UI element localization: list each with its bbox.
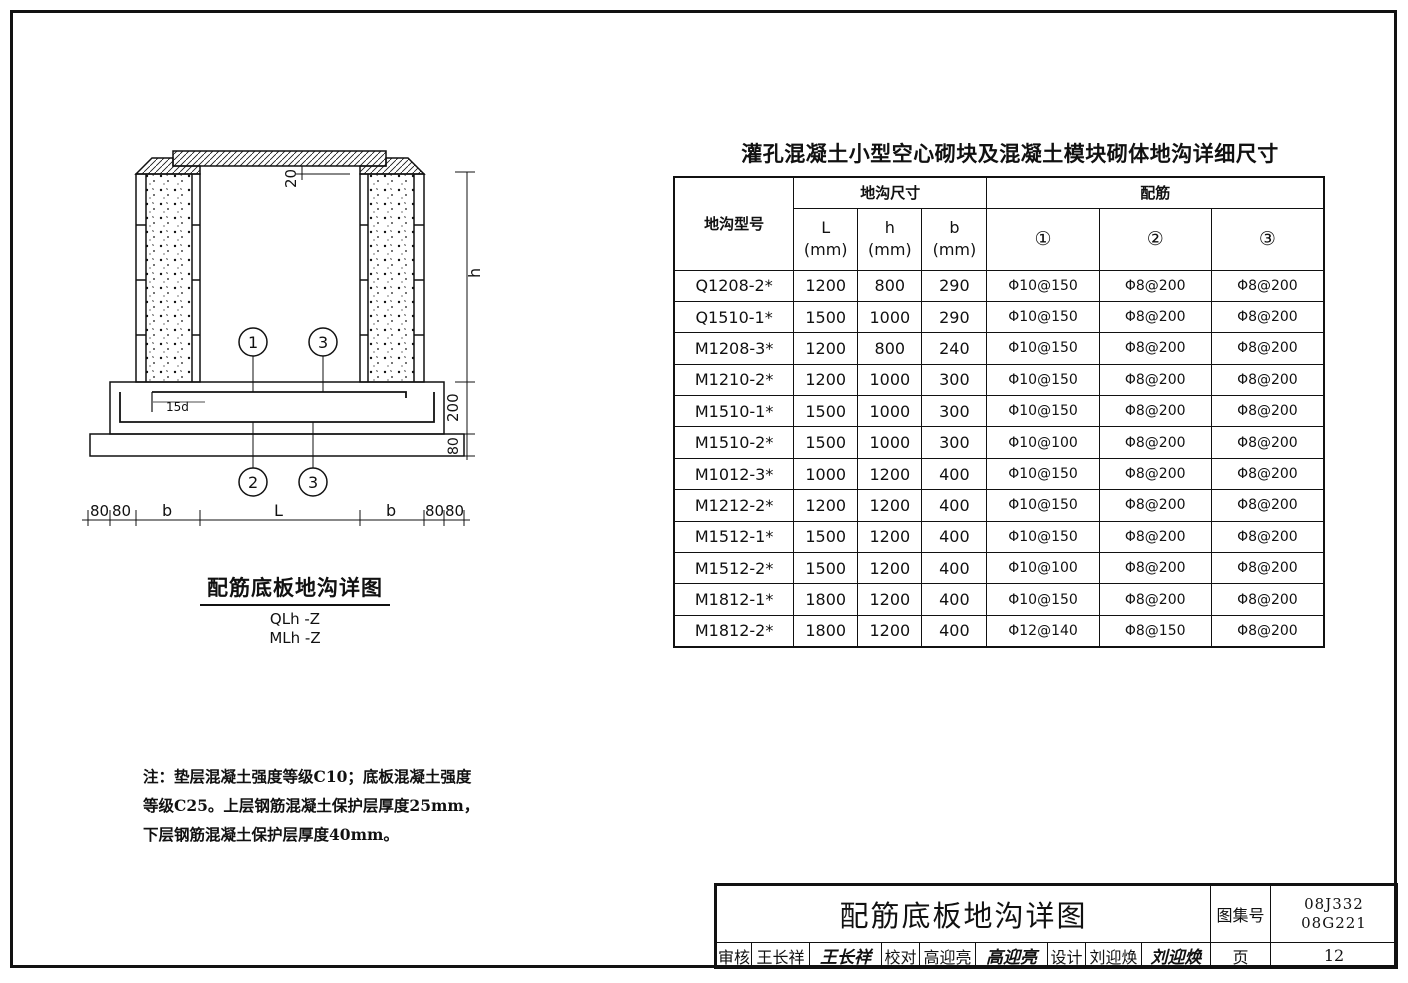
header-model: 地沟型号 — [673, 176, 795, 271]
review-label: 审核 — [717, 943, 752, 969]
atlas-label: 图集号 — [1211, 886, 1271, 943]
atlas-number-2: 08G221 — [1301, 914, 1367, 932]
review-signature: 王长祥 — [810, 943, 882, 969]
header-b: b(mm) — [921, 207, 988, 271]
header-L: L(mm) — [793, 207, 859, 271]
drawing-caption: 配筋底板地沟详图 QLh -Z MLh -Z — [200, 572, 390, 648]
bottom-dim-80a: 80 — [90, 502, 109, 520]
dim-20-label: 20 — [282, 169, 300, 188]
dim-80-label: 80 — [446, 437, 462, 455]
header-rebar-2: ② — [1098, 207, 1212, 271]
base-slab — [109, 381, 445, 435]
drawing-frame — [10, 10, 1397, 968]
bottom-dim-80b: 80 — [112, 502, 131, 520]
check-signature: 高迎亮 — [976, 943, 1048, 969]
check-label: 校对 — [882, 943, 920, 969]
marker-3-bottom — [298, 467, 328, 497]
header-rebar-group: 配筋 — [986, 176, 1325, 209]
cushion-layer — [89, 433, 465, 457]
atlas-number: 08J332 08G221 — [1271, 886, 1398, 943]
cover-slab — [172, 150, 387, 167]
dim-200-label: 200 — [444, 393, 462, 422]
note-line-3: 下层钢筋混凝土保护层厚度40mm。 — [143, 825, 399, 844]
design-name: 刘迎焕 — [1086, 943, 1142, 969]
dim-15d-label: 15d — [166, 400, 189, 414]
design-label: 设计 — [1048, 943, 1086, 969]
atlas-number-1: 08J332 — [1304, 895, 1364, 913]
header-rebar-3: ③ — [1210, 207, 1325, 271]
trench-section-drawing: 20 h 200 80 15d 1 3 2 3 80 80 b L b 80 8… — [82, 150, 484, 526]
marker-1-text: 1 — [248, 333, 258, 352]
dimension-table: 地沟型号 地沟尺寸 配筋 L(mm) h(mm) b(mm) ① ② ③ Q12… — [673, 176, 1325, 649]
marker-3-text: 3 — [318, 333, 328, 352]
bottom-dim-b-left: b — [162, 501, 172, 520]
title-block-main-title: 配筋底板地沟详图 — [717, 886, 1211, 943]
header-h: h(mm) — [857, 207, 923, 271]
header-dims-group: 地沟尺寸 — [793, 176, 988, 209]
note-line-1: 注：垫层混凝土强度等级C10；底板混凝土强度 — [143, 767, 472, 786]
note-line-2: 等级C25。上层钢筋混凝土保护层厚度25mm， — [143, 796, 480, 815]
page-label: 页 — [1211, 943, 1271, 969]
review-name: 王长祥 — [752, 943, 810, 969]
caption-title: 配筋底板地沟详图 — [200, 572, 390, 606]
page-number: 12 — [1271, 943, 1398, 969]
note-block: 注：垫层混凝土强度等级C10；底板混凝土强度 等级C25。上层钢筋混凝土保护层厚… — [143, 762, 503, 849]
header-rebar-1: ① — [986, 207, 1100, 271]
marker-3b-text: 3 — [308, 473, 318, 492]
design-signature: 刘迎焕 — [1142, 943, 1211, 969]
caption-sub-2: MLh -Z — [269, 629, 321, 647]
title-block: 配筋底板地沟详图 图集号 08J332 08G221 审核 王长祥 王长祥 校对… — [714, 883, 1398, 969]
marker-2-text: 2 — [248, 473, 258, 492]
bottom-dim-80d: 80 — [445, 502, 464, 520]
bottom-dim-b-right: b — [386, 501, 396, 520]
marker-3-top — [308, 327, 338, 357]
bottom-dim-L: L — [274, 501, 283, 520]
table-title: 灌孔混凝土小型空心砌块及混凝土模块砌体地沟详细尺寸 — [741, 141, 1279, 166]
marker-1-top — [238, 327, 268, 357]
check-name: 高迎亮 — [920, 943, 976, 969]
bottom-dim-80c: 80 — [425, 502, 444, 520]
dim-h-label: h — [465, 268, 484, 278]
marker-2-bottom — [238, 467, 268, 497]
caption-sub-1: QLh -Z — [269, 610, 321, 628]
